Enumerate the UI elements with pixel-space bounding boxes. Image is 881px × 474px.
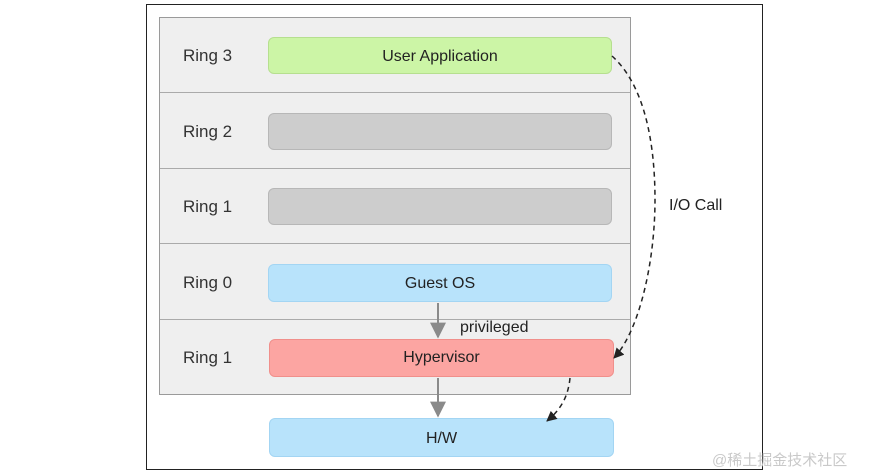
hardware-box: H/W (269, 418, 614, 457)
hypervisor-box: Hypervisor (269, 339, 614, 377)
privileged-label: privileged (460, 319, 529, 336)
watermark-text: @稀土掘金技术社区 (712, 452, 848, 469)
ring-row-0: Ring 0 (160, 245, 630, 320)
io-call-label: I/O Call (669, 197, 723, 214)
ring-label: Ring 1 (183, 348, 233, 367)
ring-label: Ring 1 (183, 197, 233, 216)
ring-label: Ring 2 (183, 122, 233, 141)
guest-os-box: Guest OS (268, 264, 612, 302)
ring-row-2: Ring 2 (160, 94, 630, 169)
ring-label: Ring 3 (183, 46, 233, 65)
ring-2-empty-box (268, 113, 612, 150)
ring-1-empty-box (268, 188, 612, 225)
user-application-box: User Application (268, 37, 612, 74)
ring-row-1: Ring 1 (160, 169, 630, 244)
ring-label: Ring 0 (183, 273, 233, 292)
ring-row-1-hypervisor: Ring 1 (160, 320, 630, 395)
ring-row-3: Ring 3 (160, 18, 630, 93)
